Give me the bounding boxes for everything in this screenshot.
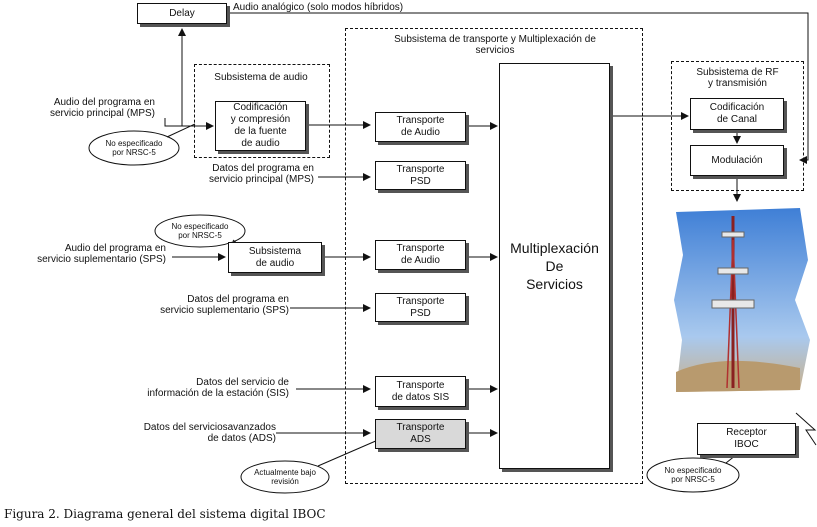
figure-caption: Figura 2. Diagrama general del sistema d…	[4, 507, 326, 521]
callout-text-2: No especificado por NRSC-5	[171, 222, 229, 240]
multiplex-box: Multiplexación De Servicios	[499, 63, 610, 469]
audio-region-title: Subsistema de audio	[214, 72, 308, 83]
source-coding-box: Codificación y compresión de la fuente d…	[215, 101, 306, 151]
sps-data-label: Datos del programa en servicio suplement…	[160, 294, 289, 316]
sis-data-label: Datos del servicio de información de la …	[147, 377, 289, 399]
psd-transport-box-2: Transporte PSD	[375, 293, 466, 322]
audio-transport-box-1: Transporte de Audio	[375, 112, 466, 142]
transport-multiplex-region	[345, 28, 643, 484]
callout-bubble-4	[646, 457, 740, 493]
callout-text-4: No especificado por NRSC-5	[664, 466, 722, 484]
mps-audio-label: Audio del programa en servicio principal…	[49, 97, 155, 119]
tower-image	[674, 208, 810, 392]
audio-subsystem-region	[194, 64, 330, 158]
callout-bubble-1	[88, 130, 180, 166]
callout-bubble-2	[154, 214, 246, 248]
transport-region-title: Subsistema de transporte y Multiplexació…	[394, 34, 596, 56]
sis-transport-box: Transporte de datos SIS	[375, 376, 466, 407]
receiver-box: Receptor IBOC	[697, 423, 796, 455]
ads-transport-box: Transporte ADS	[375, 419, 466, 449]
callout-text-1: No especificado por NRSC-5	[105, 139, 163, 157]
ads-data-label: Datos del serviciosavanzados de datos (A…	[143, 422, 276, 444]
callout-text-3: Actualmente bajo revisión	[254, 468, 316, 486]
rf-region-title: Subsistema de RF y transmisión	[696, 67, 779, 89]
audio-subsystem-sps-box: Subsistema de audio	[228, 242, 322, 273]
sps-audio-label: Audio del programa en servicio suplement…	[37, 243, 166, 265]
callout-bubble-3	[240, 460, 330, 494]
channel-coding-box: Codificación de Canal	[690, 98, 784, 130]
analog-audio-label: Audio analógico (solo modos híbridos)	[233, 2, 404, 13]
mps-data-label: Datos del programa en servicio principal…	[208, 163, 314, 185]
delay-box: Delay	[137, 3, 227, 24]
audio-transport-box-2: Transporte de Audio	[375, 240, 466, 270]
psd-transport-box-1: Transporte PSD	[375, 161, 466, 190]
modulation-box: Modulación	[690, 145, 784, 176]
rf-subsystem-region	[671, 61, 804, 191]
